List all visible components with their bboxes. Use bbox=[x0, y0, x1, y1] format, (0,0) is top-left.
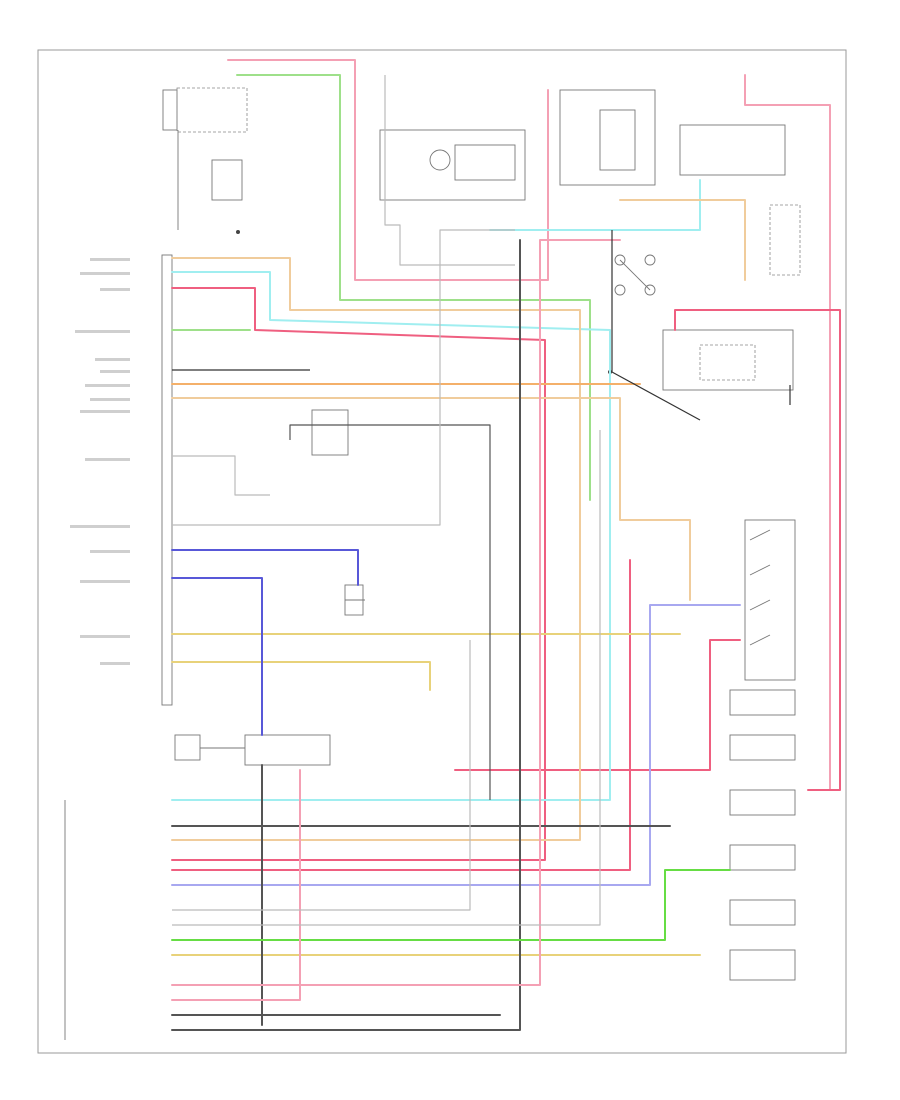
brake-switch bbox=[679, 124, 801, 276]
transmission-range-sensor bbox=[559, 89, 656, 186]
diagram-frame bbox=[37, 49, 847, 1054]
wire-gray-top bbox=[384, 75, 515, 266]
wire-black-2 bbox=[611, 230, 701, 421]
connector-pin-labels bbox=[70, 258, 130, 665]
wire-gray-3 bbox=[172, 640, 471, 911]
wire-tan-right bbox=[619, 199, 746, 281]
wire-tan-1 bbox=[171, 257, 581, 841]
ignition-switch-block bbox=[608, 329, 794, 391]
wire-tan-2 bbox=[171, 397, 691, 601]
wire-gray-1 bbox=[172, 430, 601, 926]
wire-pink-lower2 bbox=[171, 769, 301, 1001]
speed-sensor bbox=[344, 584, 365, 616]
wire-yellow-2 bbox=[171, 661, 431, 691]
solenoid-blocks bbox=[729, 689, 796, 981]
ac-relay bbox=[311, 409, 349, 456]
transmission-control-switch bbox=[614, 254, 656, 296]
wire-pink-lower bbox=[171, 239, 621, 986]
wire-blue-1 bbox=[171, 549, 359, 586]
wire-blue-2 bbox=[171, 577, 263, 736]
wire-brightgreen bbox=[171, 869, 731, 941]
fuel-pump-relay bbox=[162, 87, 248, 234]
switch-stack-right bbox=[744, 519, 796, 681]
wire-pink-right-top bbox=[744, 74, 831, 791]
vehicle-speed-module bbox=[174, 734, 331, 766]
wire-darkgray-ac bbox=[289, 424, 491, 800]
wire-red-brake bbox=[674, 309, 841, 791]
wire-cyan-right bbox=[489, 179, 701, 231]
wire-red-solenoid bbox=[454, 639, 741, 771]
wire-red-right bbox=[171, 559, 631, 871]
wire-lightblue bbox=[171, 604, 741, 886]
wire-pink-top bbox=[227, 59, 549, 281]
wire-gray-2 bbox=[172, 229, 515, 526]
ac-compressor-module bbox=[379, 129, 526, 201]
wire-gray-cluster bbox=[172, 455, 270, 496]
wire-darkgray-3 bbox=[171, 239, 521, 1031]
wire-green-vertical bbox=[236, 74, 591, 501]
ecm-connector-strip bbox=[161, 254, 173, 706]
wire-red-ecm bbox=[171, 287, 546, 861]
